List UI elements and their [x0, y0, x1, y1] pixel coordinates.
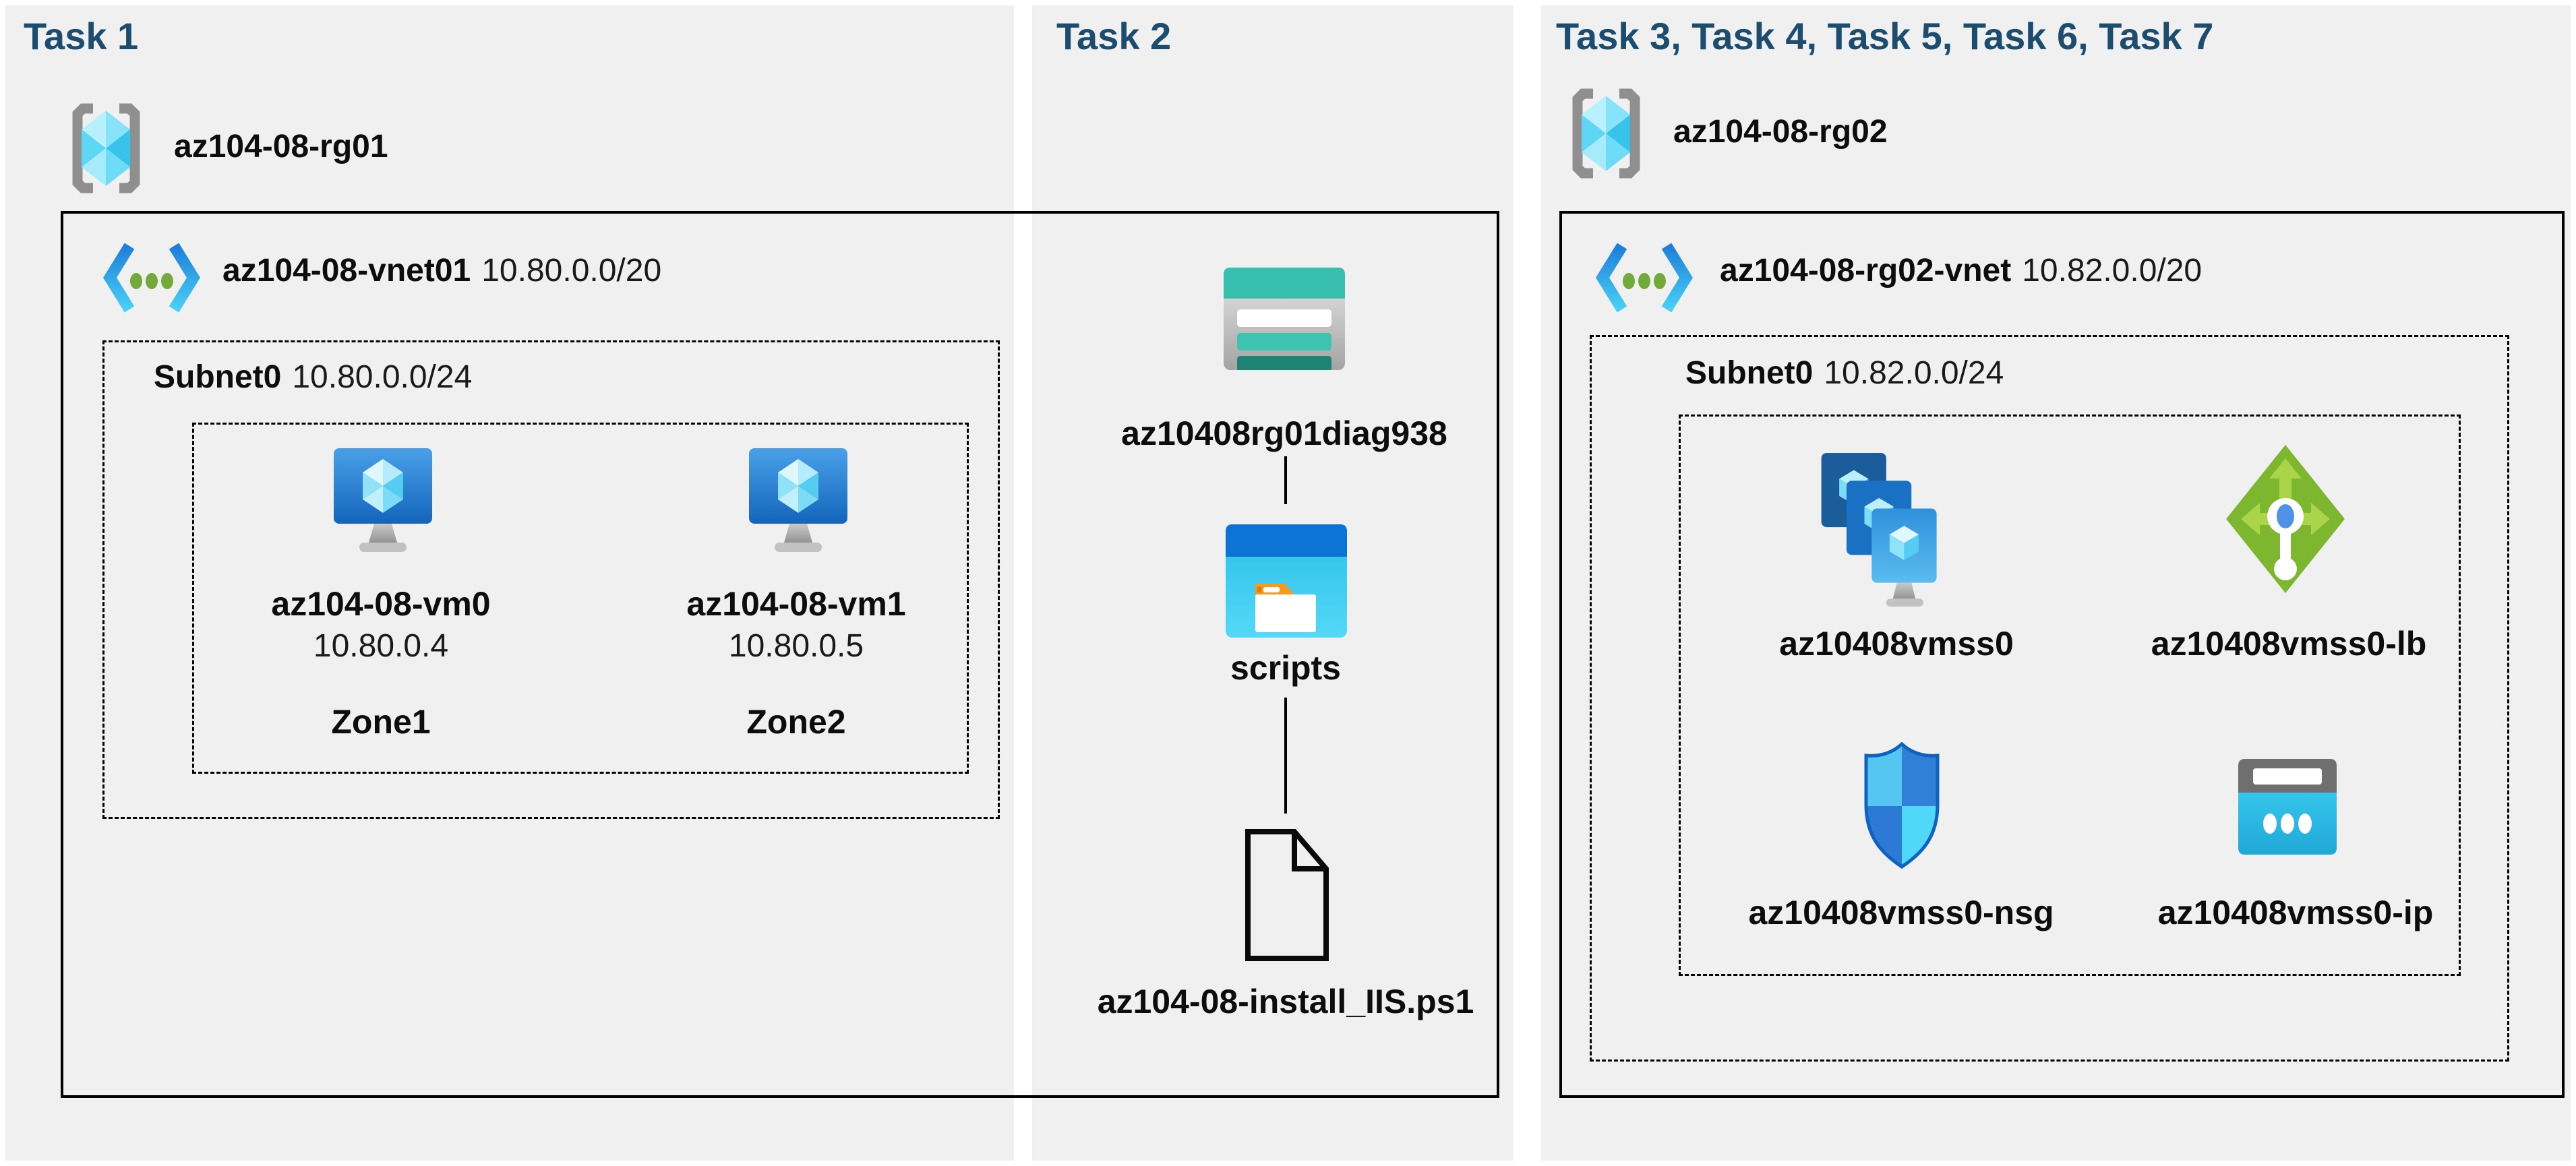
vm-zone-box [192, 423, 969, 774]
task1-header: Task 1 [24, 15, 139, 57]
virtual-network-icon [1596, 243, 1693, 313]
load-balancer-icon [2226, 445, 2345, 593]
resource-group-icon [72, 103, 140, 193]
subnet0-box-task1 [102, 340, 1000, 819]
blob-container-icon [1226, 524, 1347, 638]
subnet0-box-task3 [1590, 335, 2509, 1062]
file-icon [1245, 829, 1329, 961]
virtual-machine-icon [749, 448, 847, 552]
virtual-network-icon [103, 243, 200, 313]
vnet02-cidr: 10.82.0.0/20 [2022, 253, 2203, 288]
subnet0-cidr-task1: 10.80.0.0/24 [292, 359, 473, 395]
vnet02-name: az104-08-rg02-vnet [1720, 253, 2012, 288]
script-file-label: az104-08-install_IIS.ps1 [1097, 983, 1474, 1020]
subnet0-name-task1: Subnet0 [154, 359, 282, 395]
subnet0-cidr-task3: 10.82.0.0/24 [1824, 355, 2004, 391]
panel-task3 [1541, 5, 2571, 1161]
nsg-label: az10408vmss0-nsg [1748, 894, 2054, 931]
network-security-group-icon [1864, 741, 1940, 869]
vnet01-cidr: 10.80.0.0/20 [481, 253, 662, 288]
vm1-ip: 10.80.0.5 [728, 628, 864, 664]
rg02-label: az104-08-rg02 [1673, 114, 1888, 150]
rg01-label: az104-08-rg01 [174, 129, 388, 164]
vm0-name: az104-08-vm0 [271, 585, 491, 623]
virtual-machine-icon [334, 448, 432, 552]
task3-header: Task 3, Task 4, Task 5, Task 6, Task 7 [1556, 15, 2214, 57]
container-label: scripts [1230, 649, 1341, 687]
load-balancer-label: az10408vmss0-lb [2151, 625, 2427, 663]
vm0-zone: Zone1 [331, 703, 431, 741]
vmss-label: az10408vmss0 [1779, 625, 2014, 663]
vnet02-boundary-box [1559, 211, 2565, 1098]
vnet01-name: az104-08-vnet01 [222, 253, 471, 288]
task2-header: Task 2 [1056, 15, 1172, 57]
vnet01-boundary-box [61, 211, 1499, 1098]
vm1-name: az104-08-vm1 [686, 585, 906, 623]
panel-task1 [5, 5, 1014, 1161]
vm-scale-set-icon [1821, 453, 1937, 607]
public-ip-label: az10408vmss0-ip [2157, 894, 2434, 931]
storage-account-icon [1224, 268, 1345, 370]
resource-group-icon [1572, 88, 1640, 179]
vmss-resources-box [1679, 415, 2461, 976]
public-ip-icon [2238, 759, 2337, 855]
connector-storage-scripts [1284, 456, 1287, 504]
vm1-zone: Zone2 [746, 703, 846, 741]
connector-scripts-file [1284, 698, 1287, 814]
subnet0-name-task3: Subnet0 [1685, 355, 1814, 391]
vm0-ip: 10.80.0.4 [313, 628, 449, 664]
storage-account-label: az10408rg01diag938 [1121, 415, 1447, 452]
